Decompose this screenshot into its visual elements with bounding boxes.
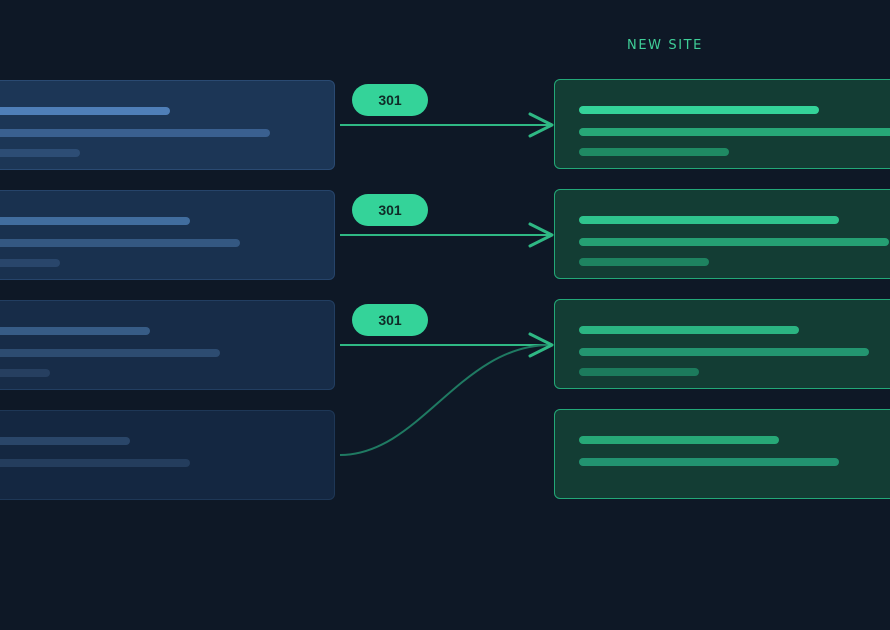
placeholder-line — [579, 436, 779, 444]
arrowhead-icon — [528, 222, 554, 248]
placeholder-line — [579, 326, 799, 334]
old-page-card-4 — [0, 410, 335, 500]
placeholder-line — [579, 128, 890, 136]
placeholder-line — [579, 238, 889, 246]
placeholder-line — [0, 369, 50, 377]
placeholder-line — [579, 148, 729, 156]
placeholder-line — [579, 216, 839, 224]
placeholder-line — [579, 348, 869, 356]
arrowhead-icon — [528, 112, 554, 138]
merge-redirect-curve — [339, 344, 551, 456]
placeholder-line — [0, 107, 170, 115]
redirect-status-badge: 301 — [352, 194, 428, 226]
placeholder-line — [0, 259, 60, 267]
new-page-card-1 — [554, 79, 890, 169]
placeholder-line — [0, 349, 220, 357]
redirect-status-badge: 301 — [352, 304, 428, 336]
placeholder-line — [0, 437, 130, 445]
redirect-status-badge: 301 — [352, 84, 428, 116]
placeholder-line — [579, 458, 839, 466]
new-page-card-4 — [554, 409, 890, 499]
placeholder-line — [579, 368, 699, 376]
placeholder-line — [0, 149, 80, 157]
placeholder-line — [0, 459, 190, 467]
old-page-card-3 — [0, 300, 335, 390]
placeholder-line — [0, 129, 270, 137]
new-page-card-2 — [554, 189, 890, 279]
old-page-card-1 — [0, 80, 335, 170]
placeholder-line — [0, 239, 240, 247]
placeholder-line — [0, 217, 190, 225]
placeholder-line — [579, 258, 709, 266]
placeholder-line — [579, 106, 819, 114]
placeholder-line — [0, 327, 150, 335]
new-page-card-3 — [554, 299, 890, 389]
old-page-card-2 — [0, 190, 335, 280]
arrowhead-icon — [528, 332, 554, 358]
new-site-column-header: NEW SITE — [627, 38, 703, 53]
